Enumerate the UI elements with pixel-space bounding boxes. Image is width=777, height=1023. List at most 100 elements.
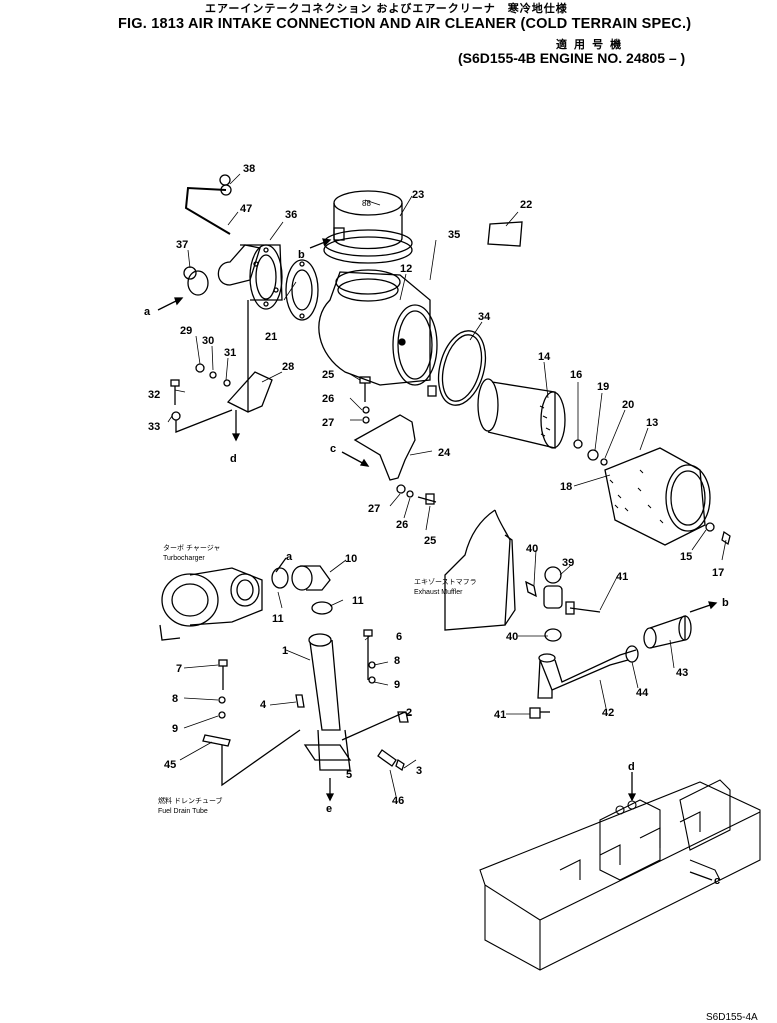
mounting-bracket [226, 371, 273, 413]
leader-lines [167, 173, 727, 797]
connection-c-2: c [714, 875, 720, 887]
washer [406, 490, 414, 498]
washer [368, 676, 376, 684]
washer [587, 449, 599, 461]
hose-clamp [183, 266, 209, 296]
callout-15: 15 [680, 551, 692, 563]
washer [209, 371, 217, 379]
connection-d-2: d [628, 761, 635, 773]
primary-filter-element [477, 378, 566, 449]
bent-pipe [537, 649, 637, 699]
callout-37: 37 [176, 239, 188, 251]
callout-23: 23 [412, 189, 424, 201]
washer [362, 406, 370, 414]
callout-16: 16 [570, 369, 582, 381]
callout-25b: 25 [424, 535, 436, 547]
bolt [565, 601, 601, 615]
callout-9a: 9 [172, 723, 178, 735]
callout-45: 45 [164, 759, 176, 771]
intake-elbow [217, 244, 283, 301]
callout-8b: 8 [394, 655, 400, 667]
arrow-head [231, 433, 241, 442]
turbocharger [159, 567, 263, 641]
callout-2: 2 [406, 707, 412, 719]
callout-9b: 9 [394, 679, 400, 691]
callout-38: 38 [243, 163, 255, 175]
callout-17: 17 [712, 567, 724, 579]
clamp [311, 601, 333, 615]
connection-a-2: a [286, 551, 293, 563]
wing-nut [705, 522, 715, 532]
callout-42: 42 [602, 707, 614, 719]
callout-12: 12 [400, 263, 412, 275]
support-bracket [353, 414, 416, 481]
engine-overview [479, 779, 761, 971]
engine-serial-range: (S6D155-4B ENGINE NO. 24805 – ) [458, 50, 686, 66]
bolt [529, 707, 550, 719]
bolt [170, 379, 180, 405]
callout-14: 14 [538, 351, 551, 363]
callout-35: 35 [448, 229, 460, 241]
label-plate [487, 221, 523, 247]
callout-10: 10 [345, 553, 357, 565]
drain-clip [377, 749, 397, 767]
callout-33: 33 [148, 421, 160, 433]
secondary-filter-element [604, 447, 711, 546]
precleaner-cap: 88 [323, 190, 413, 264]
callout-26b: 26 [396, 519, 408, 531]
callout-24: 24 [438, 447, 451, 459]
callout-5: 5 [346, 769, 352, 781]
turbocharger-label-japanese: ターボ チャージャ [163, 543, 220, 552]
clamp-band [427, 330, 487, 406]
figure-title: FIG. 1813 AIR INTAKE CONNECTION AND AIR … [118, 16, 692, 32]
washer [362, 416, 370, 424]
callout-44: 44 [636, 687, 649, 699]
washer [600, 458, 608, 466]
connection-e-1: e [326, 803, 332, 815]
callout-1: 1 [282, 645, 288, 657]
callout-41a: 41 [616, 571, 628, 583]
washer [218, 711, 226, 719]
wing-nut [573, 439, 583, 449]
bolt [363, 629, 373, 680]
gasket [525, 580, 537, 598]
callout-29: 29 [180, 325, 192, 337]
connection-arrows [157, 238, 718, 881]
connection-b-2: b [722, 597, 729, 609]
callout-27a: 27 [322, 417, 334, 429]
callout-6: 6 [396, 631, 402, 643]
bolt [218, 659, 228, 690]
muffler-label: Exhaust Muffler [414, 589, 463, 596]
rubber-elbow [291, 565, 331, 591]
plug [395, 758, 405, 772]
nut [544, 628, 562, 642]
callout-27b: 27 [368, 503, 380, 515]
leader-line [221, 729, 301, 787]
muffler-label-japanese: エキゾーストマフラ [414, 578, 477, 586]
washer [223, 379, 231, 387]
hose [643, 615, 692, 649]
bolt [417, 493, 437, 505]
callout-47: 47 [240, 203, 252, 215]
clamp [625, 645, 639, 663]
drawing-code: S6D155-4A [706, 1012, 758, 1023]
turbocharger-label: Turbocharger [163, 555, 205, 562]
callout-18: 18 [560, 481, 572, 493]
connection-c-1: c [330, 443, 336, 455]
connection-a-1: a [144, 306, 151, 318]
leader-line [341, 711, 406, 741]
nut [195, 363, 205, 373]
callout-46: 46 [392, 795, 404, 807]
callout-32: 32 [148, 389, 160, 401]
callout-43: 43 [676, 667, 688, 679]
callout-11b: 11 [352, 595, 364, 607]
callout-3: 3 [416, 765, 422, 777]
callout-40a: 40 [526, 543, 538, 555]
callout-20: 20 [622, 399, 634, 411]
connector-fitting [543, 566, 563, 609]
callout-30: 30 [202, 335, 214, 347]
tube-clip [202, 734, 231, 747]
callout-40b: 40 [506, 631, 518, 643]
connection-b-1: b [298, 249, 305, 261]
clip [721, 530, 731, 546]
